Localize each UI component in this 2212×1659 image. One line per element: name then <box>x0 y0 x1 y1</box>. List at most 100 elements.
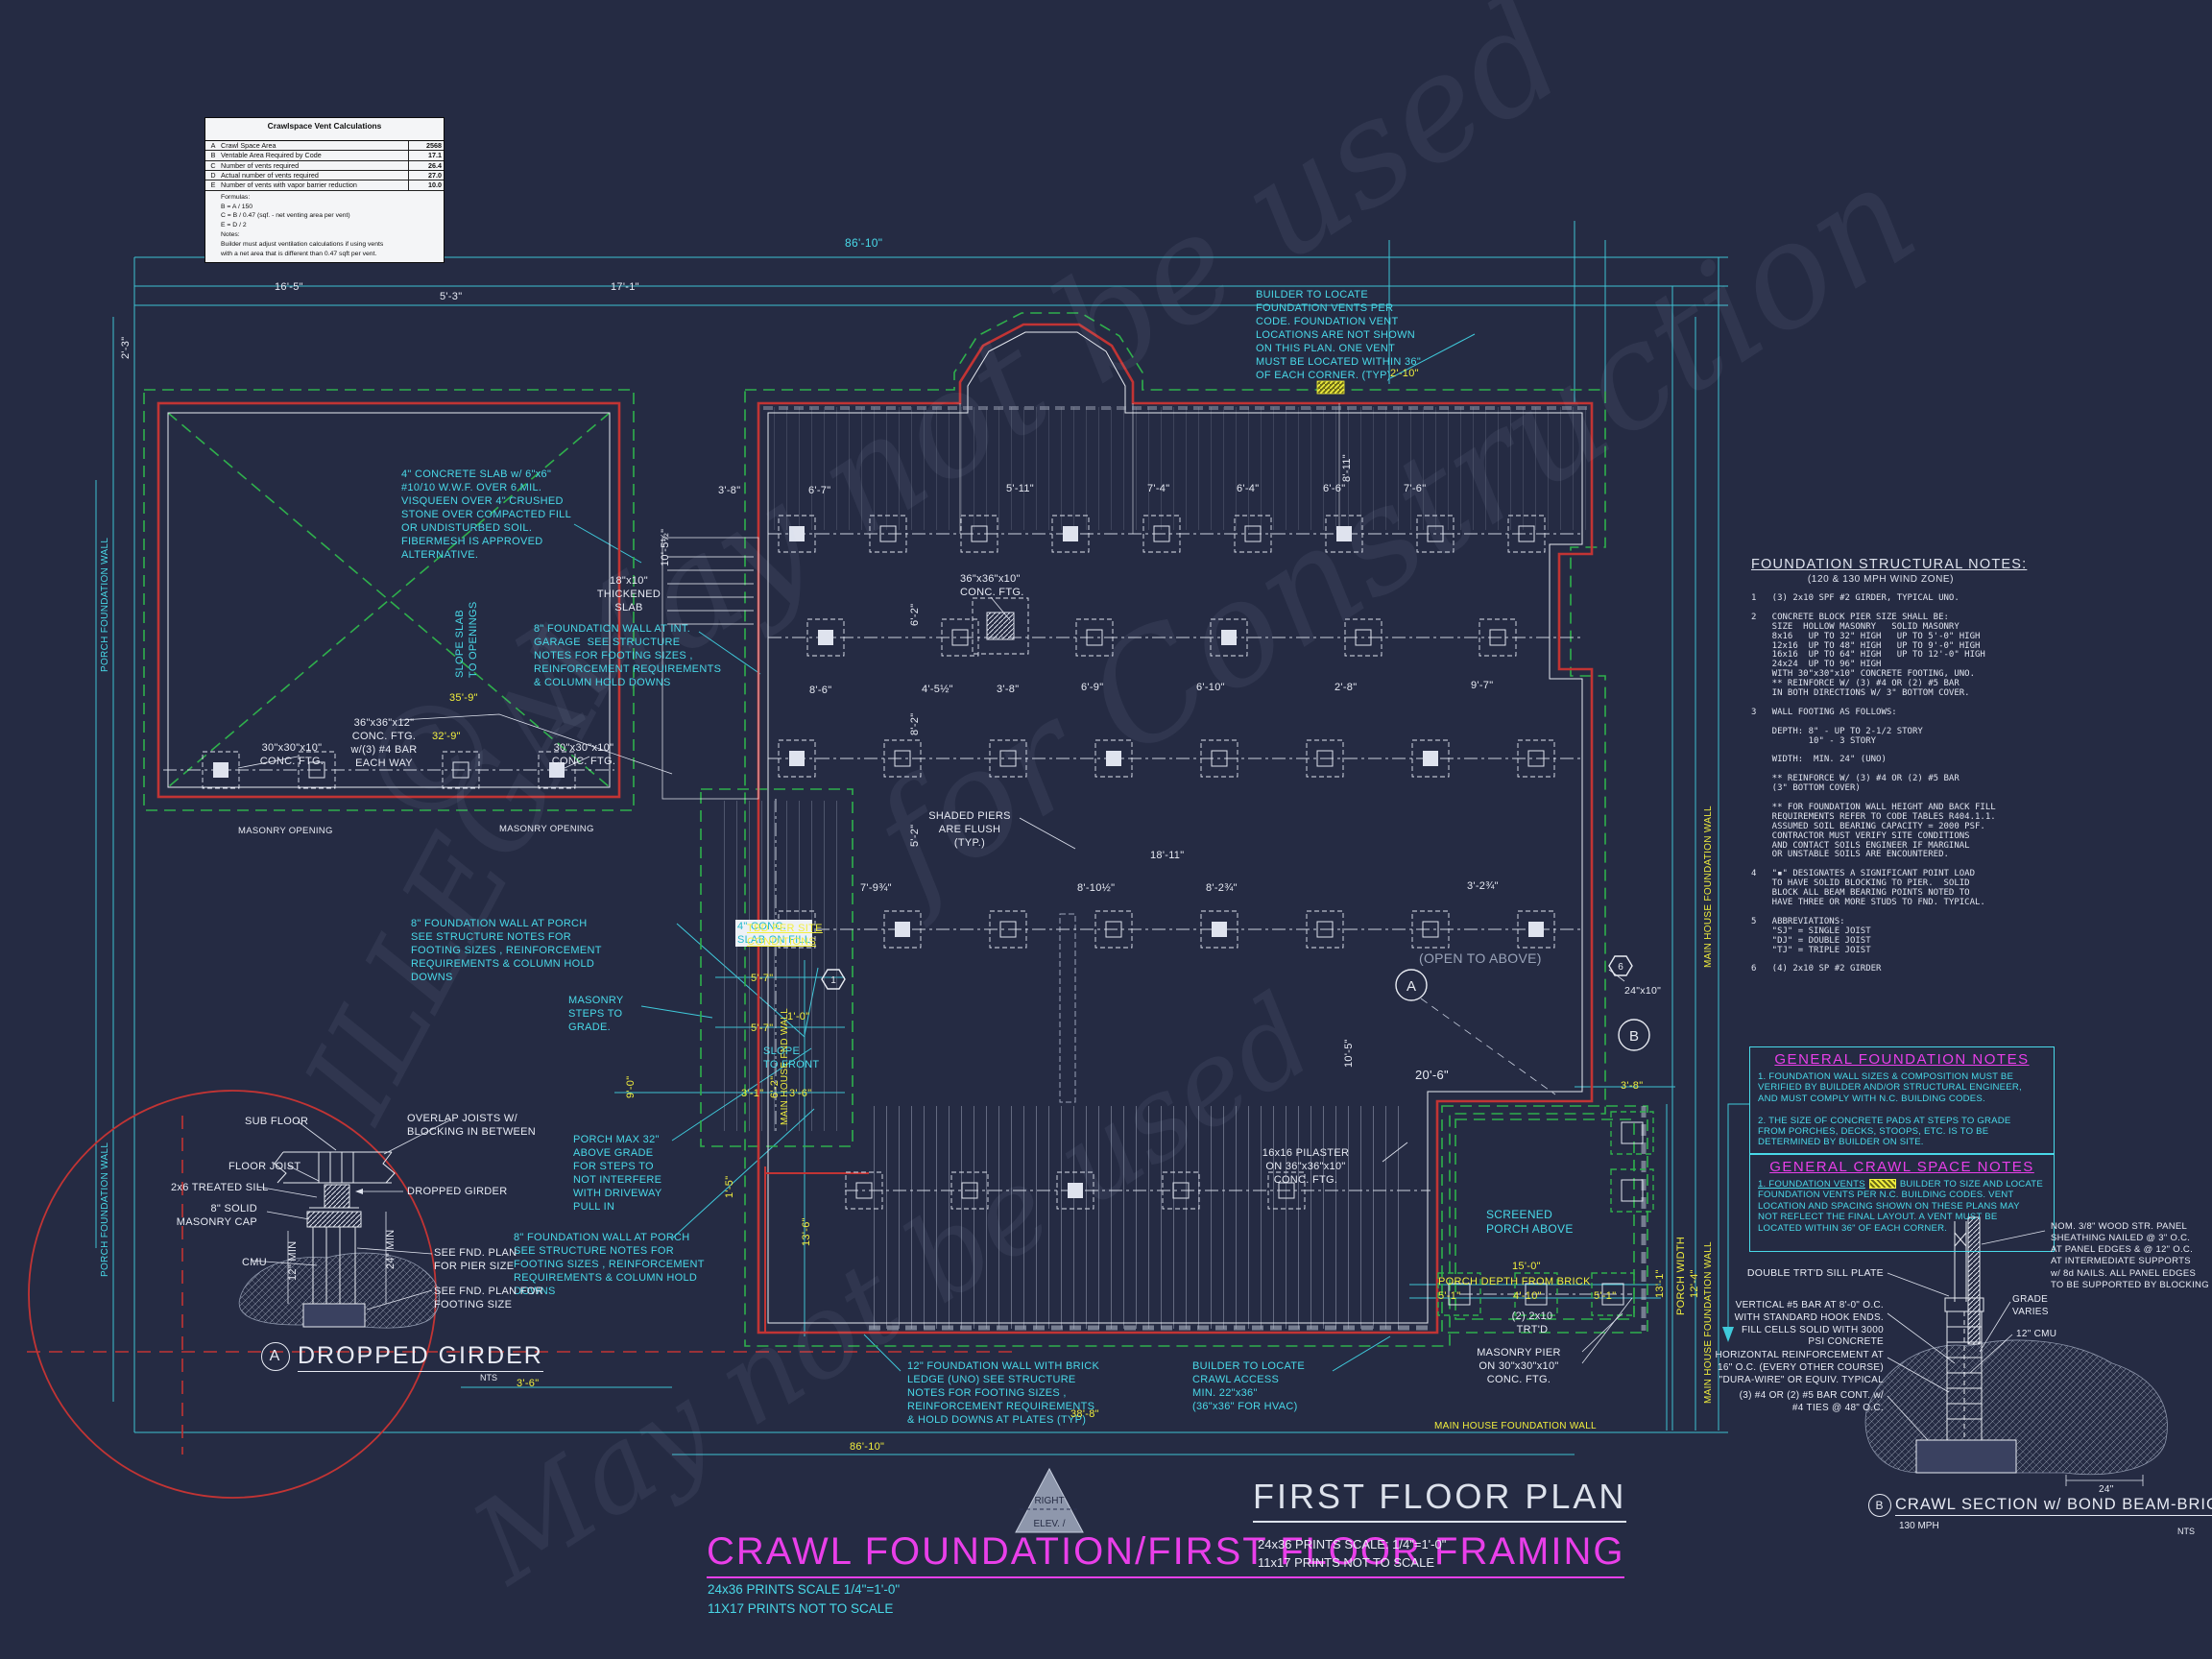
vent-table-cell: C <box>210 160 216 170</box>
pier <box>1518 525 1535 542</box>
pier <box>986 612 1015 640</box>
pier <box>1527 750 1545 767</box>
callout-pilaster: 16x16 PILASTER ON 36"x36"x10" CONC. FTG. <box>1262 1147 1350 1187</box>
dim-6-7: 6'-7" <box>808 485 831 496</box>
crawl-foundation-scale: 24x36 PRINTS SCALE 1/4"=1'-0" 11X17 PRIN… <box>708 1582 901 1616</box>
pier <box>1051 515 1090 553</box>
note-locate-vents: BUILDER TO LOCATE FOUNDATION VENTS PER C… <box>1256 289 1422 382</box>
dim-7-9: 7'-9¾" <box>860 882 892 894</box>
structural-notes-body: 1 (3) 2x10 SPF #2 GIRDER, TYPICAL UNO. 2… <box>1751 593 1996 974</box>
cs-sill-plate: DOUBLE TRT'D SILL PLATE <box>1746 1267 1884 1279</box>
vent-table-cell: E <box>210 180 216 190</box>
pier <box>1601 1283 1624 1306</box>
pier <box>1267 1171 1306 1210</box>
marker-hex-6: 6 <box>1618 962 1623 973</box>
dim-3-8-b: 3'-8" <box>997 684 1020 695</box>
vent-table-formulas: Formulas: B = A / 150 C = B / 0.47 (sqf.… <box>221 193 384 257</box>
pier <box>1106 751 1121 766</box>
label-masonry-opening-1: MASONRY OPENING <box>238 826 333 836</box>
pier <box>999 921 1017 938</box>
pier <box>1610 1168 1654 1213</box>
note-masonry-steps: MASONRY STEPS TO GRADE. <box>568 995 624 1034</box>
general-foundation-notes-body: 1. FOUNDATION WALL SIZES & COMPOSITION M… <box>1758 1071 2022 1148</box>
vent-hatch-swatch-icon <box>1868 1179 1896 1190</box>
vent-table-title: Crawlspace Vent Calculations <box>205 118 444 141</box>
label-porch-depth: PORCH DEPTH FROM BRICK <box>1438 1276 1591 1287</box>
pier <box>1056 1171 1094 1210</box>
pier <box>883 739 922 778</box>
vent-hatch-marker <box>1316 380 1345 395</box>
dg-dropped-girder: DROPPED GIRDER <box>407 1186 508 1197</box>
pier <box>1448 1283 1471 1306</box>
dropped-girder-title-text: DROPPED GIRDER <box>298 1342 543 1372</box>
dg-sub-floor: SUB FLOOR <box>245 1116 309 1127</box>
dim-17-1: 17'-1" <box>611 281 639 293</box>
pier <box>894 750 911 767</box>
dim-6-6: 6'-6" <box>1323 483 1346 494</box>
dim-6-4: 6'-4" <box>1237 483 1260 494</box>
pier <box>1162 1171 1200 1210</box>
hall-stoop <box>661 537 759 800</box>
label-mh-fw-right-low: MAIN HOUSE FOUNDATION WALL <box>1703 1241 1714 1404</box>
foundation-vents-text: BUILDER TO SIZE AND LOCATE <box>1899 1179 2043 1190</box>
dim-8-2b: 8'-2¾" <box>1206 882 1238 894</box>
main-house-walls <box>757 323 1594 1334</box>
dim-6-10: 6'-10" <box>1196 682 1225 693</box>
note-concrete-slab: 4" CONCRETE SLAB w/ 6"x6" #10/10 W.W.F. … <box>401 469 572 562</box>
pier <box>999 750 1017 767</box>
svg-text:RIGHT: RIGHT <box>1034 1496 1064 1506</box>
pier <box>895 922 910 937</box>
pier <box>855 1182 873 1199</box>
dim-6-9: 6'-9" <box>1081 682 1104 693</box>
pier <box>1210 618 1248 657</box>
dim-38-8: 38'-8" <box>1070 1408 1099 1420</box>
dim-5-11: 5'-11" <box>1006 483 1035 494</box>
callout-36x36x12: 36"x36"x12" CONC. FTG. w/(3) #4 BAR EACH… <box>350 717 418 770</box>
pier <box>452 761 469 779</box>
dg-cap: 8" SOLID MASONRY CAP <box>176 1203 257 1229</box>
general-crawl-space-notes-box: GENERAL CRAWL SPACE NOTES 1. FOUNDATION … <box>1749 1154 2055 1252</box>
pier <box>1200 910 1238 949</box>
pier <box>298 751 336 789</box>
dim-3-6-a: 3'-6" <box>789 1088 812 1099</box>
dim-8-11: 8'-11" <box>1341 453 1353 482</box>
dg-24min: 24" MIN <box>385 1229 397 1269</box>
dim-4-5h: 4'-5½" <box>922 684 953 695</box>
svg-text:ELEV. /: ELEV. / <box>1034 1519 1066 1529</box>
pier <box>1200 739 1238 778</box>
cyan-arrowhead <box>1722 1327 1734 1342</box>
pier <box>971 525 988 542</box>
dim-9-0: 9'-0" <box>625 1075 637 1098</box>
pier <box>1221 630 1237 645</box>
pier <box>789 526 805 541</box>
pier <box>442 751 480 789</box>
pier <box>1063 526 1078 541</box>
cs-vertical-bar: VERTICAL #5 BAR AT 8'-0" O.C. WITH STAND… <box>1734 1300 1884 1348</box>
dim-3-8-a: 3'-8" <box>718 485 741 496</box>
pier <box>1423 751 1438 766</box>
dim-5-7-a: 5'-7" <box>751 973 774 984</box>
white-leaders <box>237 596 1633 1364</box>
cs-bar-cont: (3) #4 OR (2) #5 BAR CONT. w/ #4 TIES @ … <box>1739 1390 1884 1413</box>
label-open-to-above: (OPEN TO ABOVE) <box>1419 950 1542 966</box>
dimension-frame <box>95 221 1728 1455</box>
dg-floor-joist: FLOOR JOIST <box>228 1161 301 1172</box>
marker-hex-1: 1 <box>830 975 836 986</box>
label-porch-width: PORCH WIDTH <box>1675 1236 1687 1315</box>
note-fnd-wall-porch-2: 8" FOUNDATION WALL AT PORCH SEE STRUCTUR… <box>514 1232 705 1298</box>
label-mh-fw-bottom: MAIN HOUSE FOUNDATION WALL <box>1434 1421 1597 1431</box>
pier <box>869 515 907 553</box>
dg-overlap: OVERLAP JOISTS W/ BLOCKING IN BETWEEN <box>407 1113 537 1139</box>
joist-hatch-porch <box>714 801 839 1131</box>
pier <box>1411 910 1450 949</box>
dim-3-1: 3'-1" <box>741 1088 764 1099</box>
detail-marker-b: B <box>1868 1494 1891 1517</box>
brick-texture <box>763 406 1647 1331</box>
pier <box>1336 526 1352 541</box>
vent-table-cell: 2568 <box>408 141 444 151</box>
